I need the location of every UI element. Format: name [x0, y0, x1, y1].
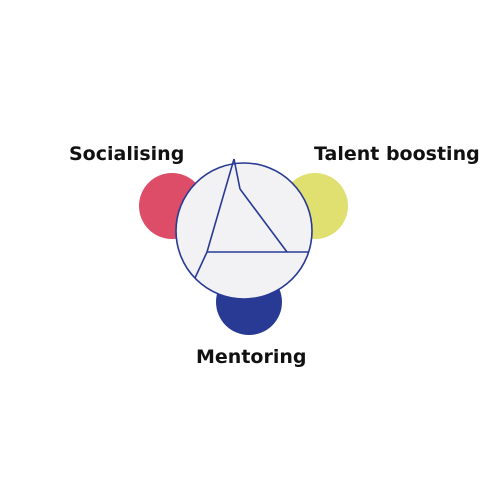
center-circle	[175, 162, 313, 300]
talent-boosting-label: Talent boosting	[314, 143, 480, 165]
triangle-line-left	[206, 158, 235, 253]
triangle-line-right	[239, 188, 288, 253]
socialising-label: Socialising	[69, 143, 185, 165]
center-triangle-lines	[194, 158, 309, 279]
mentoring-label: Mentoring	[196, 346, 307, 368]
triangle-line-top	[233, 158, 241, 190]
triangle-line-bottom	[194, 251, 208, 279]
